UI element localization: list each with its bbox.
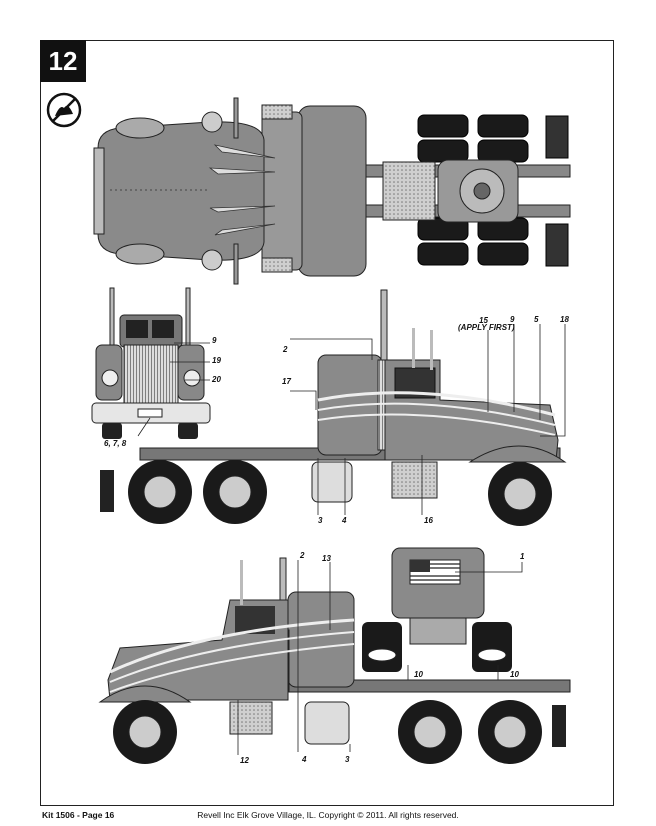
callout-front-9: 9 <box>212 336 217 345</box>
callout-front-19: 19 <box>212 356 221 365</box>
callout-side-9: 9 <box>510 315 515 324</box>
callout-rear-10-right: 10 <box>510 670 519 679</box>
callout-front-20: 20 <box>212 375 221 384</box>
callout-side-apply-first: (APPLY FIRST) <box>458 323 515 332</box>
callout-side-17: 17 <box>282 377 291 386</box>
lower-side-view-truck <box>98 557 571 764</box>
lower-view-wheels <box>113 700 542 764</box>
rear-view-truck <box>362 547 523 681</box>
callout-side-5: 5 <box>534 315 539 324</box>
side-view-wheels <box>128 460 552 526</box>
side-view-truck <box>100 289 567 526</box>
callout-lower-3: 3 <box>345 755 350 764</box>
copyright-notice: Revell Inc Elk Grove Village, IL. Copyri… <box>197 810 459 820</box>
glue-warning-icon <box>46 92 82 128</box>
front-view-truck <box>91 287 211 439</box>
callout-lower-12: 12 <box>240 756 249 765</box>
callout-side-18: 18 <box>560 315 569 324</box>
callout-rear-10-left: 10 <box>414 670 423 679</box>
callout-lower-13: 13 <box>322 554 331 563</box>
top-view-truck <box>93 97 571 285</box>
callout-rear-1: 1 <box>520 552 525 561</box>
callout-lower-2: 2 <box>300 551 305 560</box>
callout-lower-4: 4 <box>302 755 307 764</box>
callout-side-16: 16 <box>424 516 433 525</box>
step-number-badge: 12 <box>40 40 86 82</box>
callout-front-6-7-8: 6, 7, 8 <box>104 439 127 448</box>
callout-side-4: 4 <box>342 516 347 525</box>
callout-side-15: 15 <box>479 316 488 325</box>
flag-decal <box>409 559 461 585</box>
callout-side-2: 2 <box>283 345 288 354</box>
page-number: Kit 1506 - Page 16 <box>42 810 115 820</box>
callout-side-3: 3 <box>318 516 323 525</box>
instruction-frame <box>40 40 614 806</box>
